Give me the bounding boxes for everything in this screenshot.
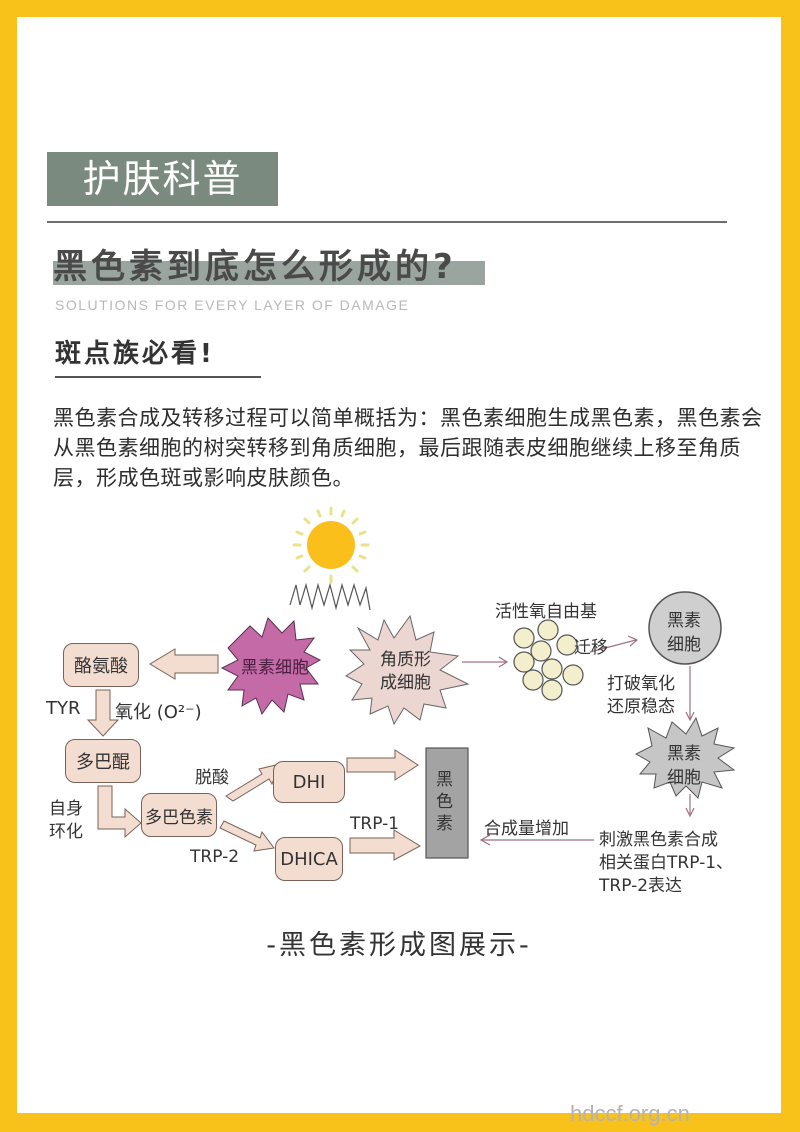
divider <box>55 376 261 378</box>
intro-paragraph: 黑色素合成及转移过程可以简单概括为：黑色素细胞生成黑色素，黑色素会从黑色素细胞的… <box>53 406 763 490</box>
keratinocyte-star <box>345 614 470 726</box>
dhi-box: DHI <box>273 761 345 803</box>
sun-icon <box>292 506 370 584</box>
ros-label: 活性氧自由基 <box>495 602 597 622</box>
stimulate-label-1: 刺激黑色素合成 <box>599 830 718 850</box>
title-highlight <box>53 261 485 285</box>
break-label-1: 打破氧化 <box>607 674 675 694</box>
keratinocyte-label-1: 角质形 <box>380 650 431 670</box>
dopachrome-box: 多巴色素 <box>141 793 217 837</box>
self-cyclize-label-1: 自身 <box>49 799 83 819</box>
melanin-box <box>425 747 469 859</box>
melanocyte-star-label: 黑素细胞 <box>241 658 309 678</box>
break-label-2: 还原稳态 <box>607 697 675 717</box>
increase-label: 合成量增加 <box>484 819 569 839</box>
stimulate-label-3: TRP-2表达 <box>599 876 683 896</box>
watermark: hdccf.org.cn <box>570 1101 690 1126</box>
melanin-label-1: 黑 <box>436 770 453 790</box>
oxidation-label: 氧化 (O²⁻) <box>115 702 202 723</box>
self-cyclize-label-2: 环化 <box>49 822 83 842</box>
melanocyte-star <box>220 617 322 716</box>
trp1-label: TRP-1 <box>350 814 400 834</box>
section-heading: 斑点族必看! <box>55 339 215 369</box>
melanocyte-star-2 <box>634 716 736 799</box>
ros-particles <box>513 619 584 701</box>
tyr-label: TYR <box>46 698 81 719</box>
melanocyte-circle-label-2: 细胞 <box>667 635 701 655</box>
melanocyte-star2-label-1: 黑素 <box>667 744 701 764</box>
category-tag: 护肤科普 <box>47 152 278 206</box>
trp2-label: TRP-2 <box>190 847 240 867</box>
dhica-box: DHICA <box>275 837 343 881</box>
tyrosine-box: 酪氨酸 <box>63 643 139 687</box>
melanin-label-2: 色 <box>436 792 453 812</box>
melanocyte-circle-label-1: 黑素 <box>667 611 701 631</box>
keratinocyte-label-2: 成细胞 <box>380 673 431 693</box>
migrate-label: 迁移 <box>574 638 608 658</box>
melanocyte-star2-label-2: 细胞 <box>667 768 701 788</box>
diagram-caption: -黑色素形成图展示- <box>266 930 532 961</box>
divider <box>47 221 727 223</box>
melanin-label-3: 素 <box>436 814 453 834</box>
stimulate-label-2: 相关蛋白TRP-1、 <box>599 853 734 873</box>
subtitle: SOLUTIONS FOR EVERY LAYER OF DAMAGE <box>55 297 410 313</box>
decarboxylation-label: 脱酸 <box>195 768 229 788</box>
dopaquinone-box: 多巴醌 <box>65 739 141 783</box>
melanocyte-circle <box>648 591 722 665</box>
page-title: 黑色素到底怎么形成的? <box>53 247 457 287</box>
page-card: 护肤科普 黑色素到底怎么形成的? SOLUTIONS FOR EVERY LAY… <box>17 17 781 1126</box>
melanin-diagram <box>86 506 736 861</box>
